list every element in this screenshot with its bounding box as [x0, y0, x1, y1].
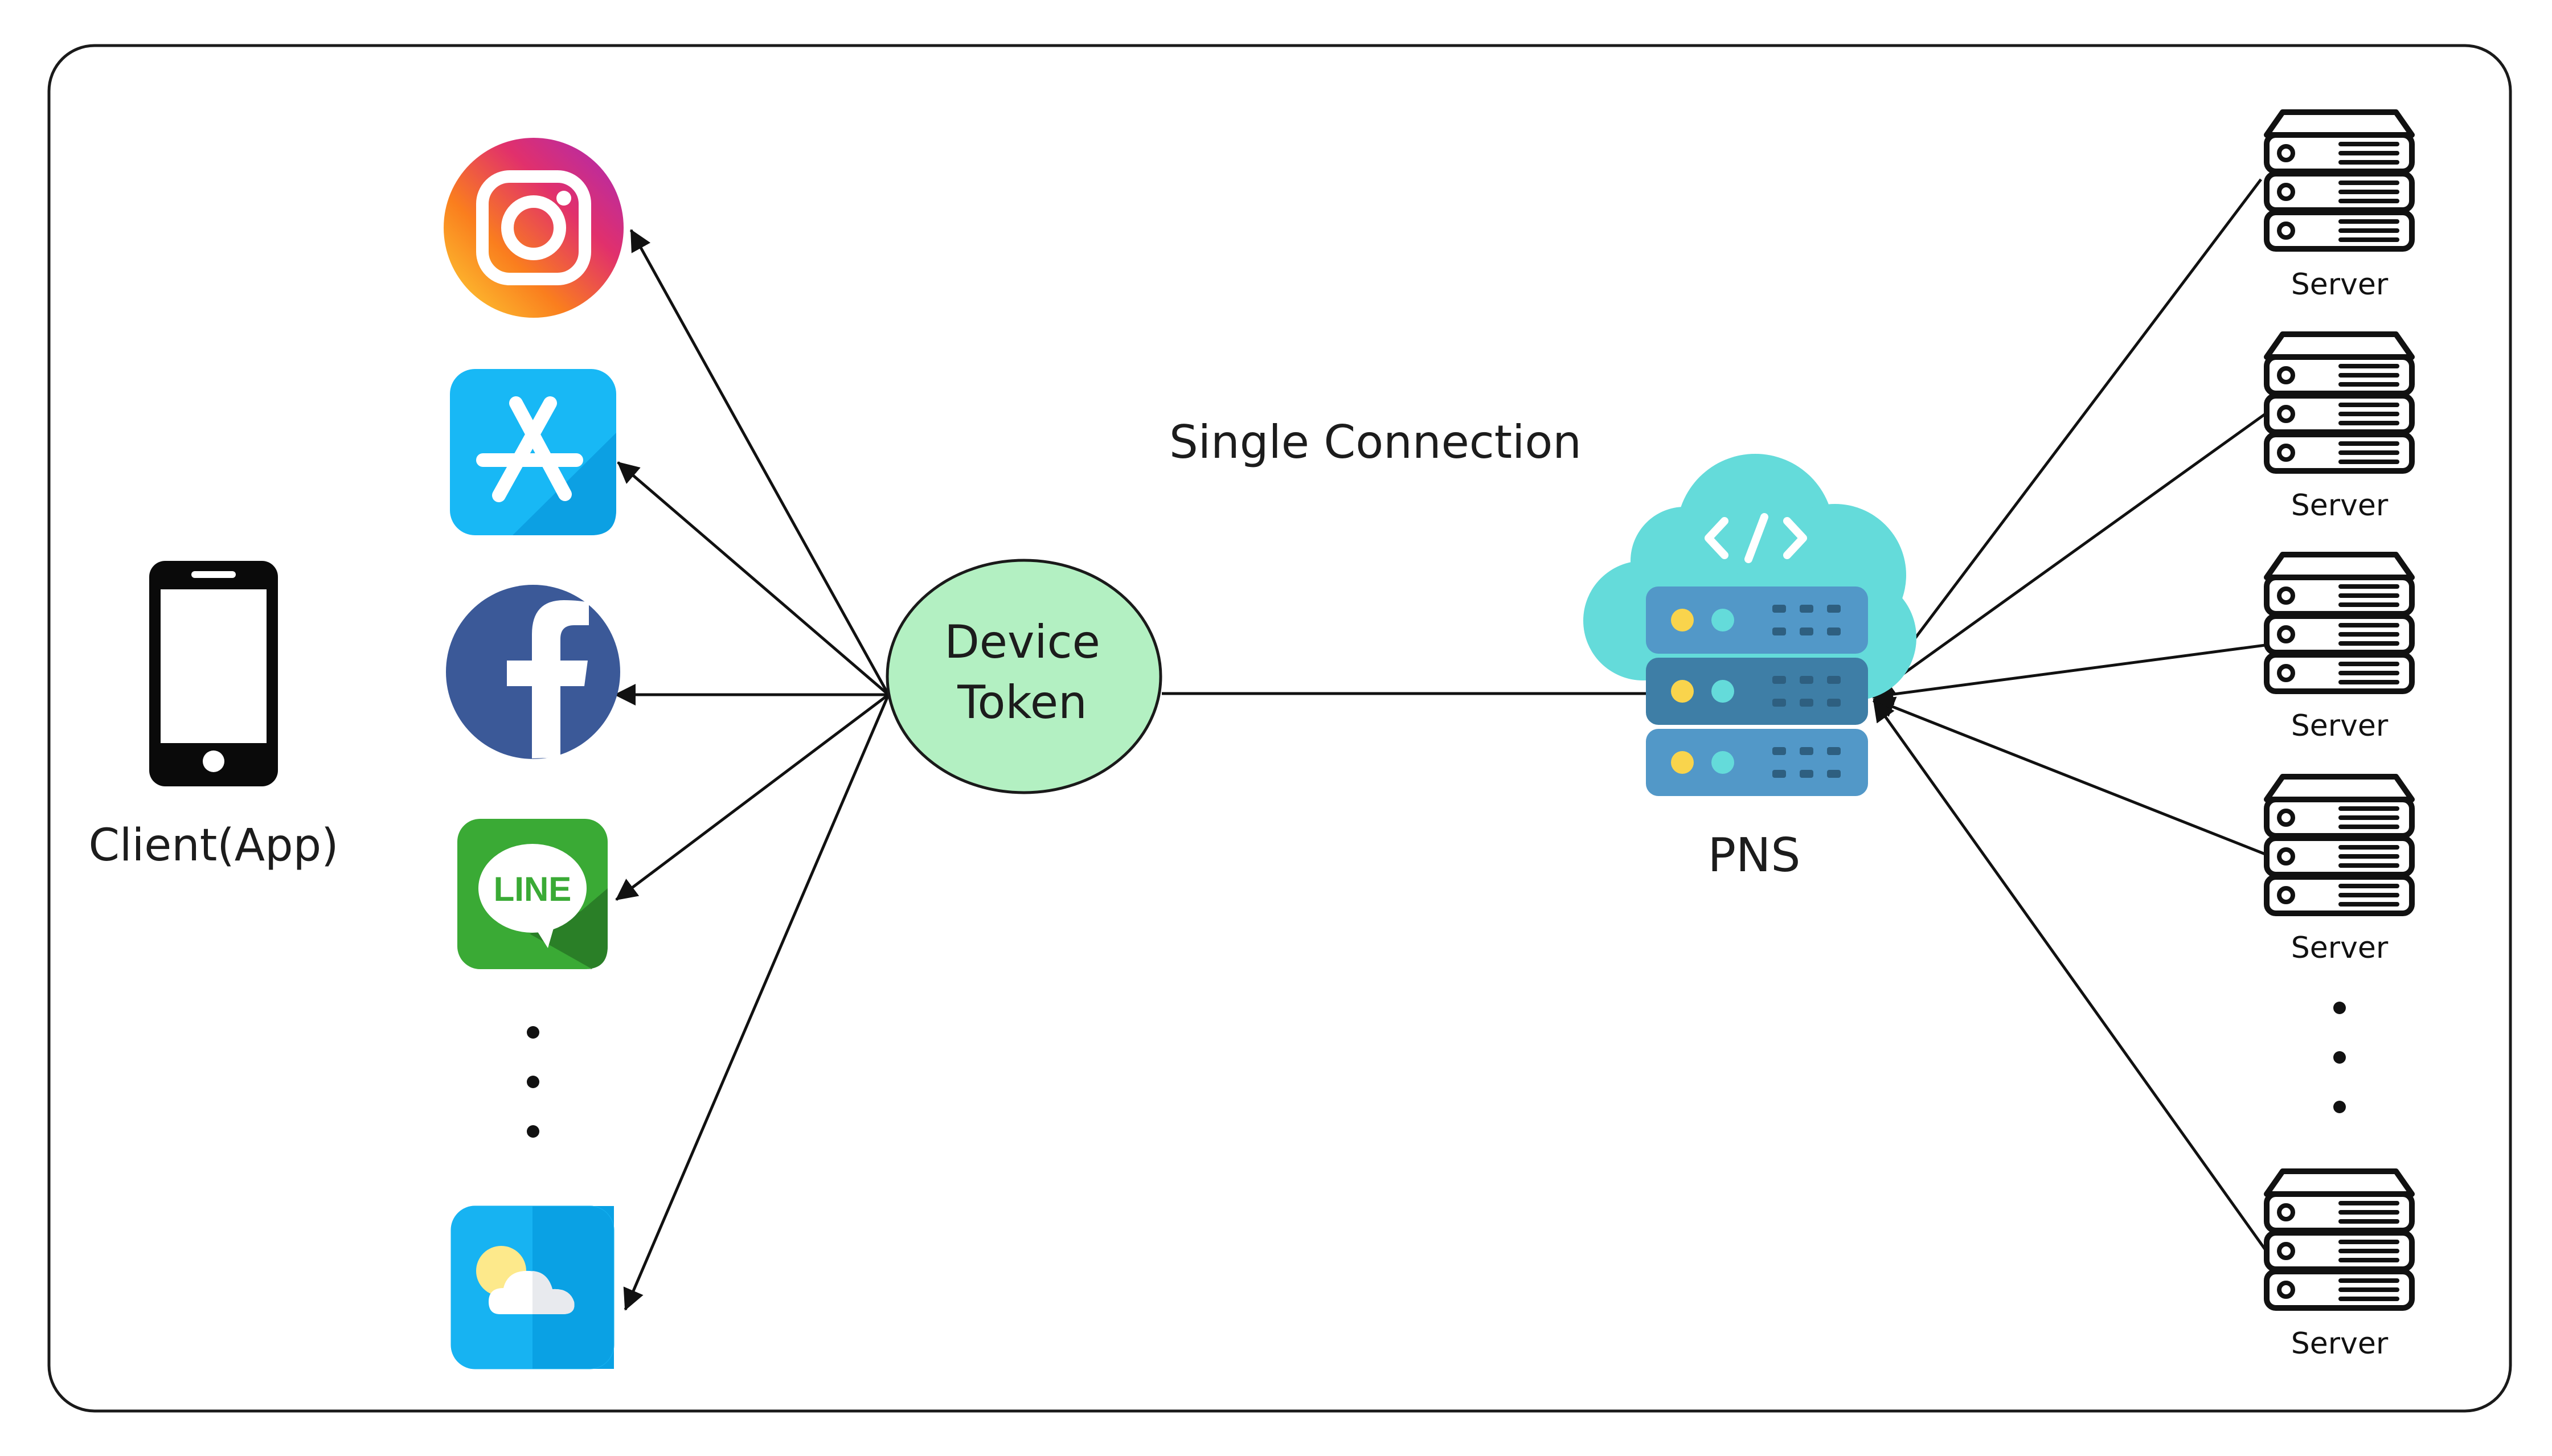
outer-frame [47, 44, 2512, 1413]
server-icon [2264, 109, 2415, 252]
weather-icon [450, 1205, 615, 1369]
arrow-to-app-store [617, 461, 890, 696]
line-icon: LINE [457, 819, 608, 969]
token-to-apps-arrows [614, 229, 890, 1311]
code-glyph-icon [1705, 513, 1807, 563]
line-logo-text: LINE [494, 870, 572, 908]
servers-to-pns-arrows [1871, 178, 2274, 1257]
arrow-from-server-2 [1871, 407, 2274, 698]
more-apps-ellipsis [527, 1026, 539, 1138]
server-label: Server [2291, 1327, 2389, 1361]
facebook-icon [446, 585, 620, 759]
device-token-node [886, 559, 1162, 794]
server-label: Server [2291, 709, 2389, 743]
app-store-icon [450, 369, 616, 535]
server-icon [2264, 774, 2415, 916]
client-app-label: Client(App) [88, 820, 339, 871]
more-servers-ellipsis [2333, 1002, 2346, 1113]
single-connection-label: Single Connection [1169, 416, 1582, 469]
pns-label: PNS [1707, 829, 1801, 883]
server-icon [2264, 331, 2415, 474]
device-token-line-1: Device [944, 616, 1100, 668]
instagram-icon [444, 138, 624, 318]
device-token-line-2: Token [957, 676, 1087, 729]
device-token-label: Device Token [880, 612, 1165, 733]
server-icons [2264, 109, 2415, 1311]
arrow-from-server-4 [1873, 696, 2273, 859]
arrow-from-server-3 [1871, 643, 2270, 706]
arrow-to-instagram [629, 229, 890, 696]
arrow-to-weather [623, 694, 890, 1311]
smartphone-icon [149, 561, 278, 786]
server-label: Server [2291, 268, 2389, 302]
arrow-from-server-5 [1872, 699, 2271, 1257]
arrow-to-line [615, 694, 890, 901]
cloud-server-icon [1583, 454, 1916, 796]
server-label: Server [2291, 489, 2389, 523]
server-rack-icon [1646, 586, 1868, 796]
server-label: Server [2291, 931, 2389, 965]
server-icon [2264, 1168, 2415, 1311]
server-icon [2264, 552, 2415, 694]
arrow-from-server-1 [1871, 178, 2262, 696]
